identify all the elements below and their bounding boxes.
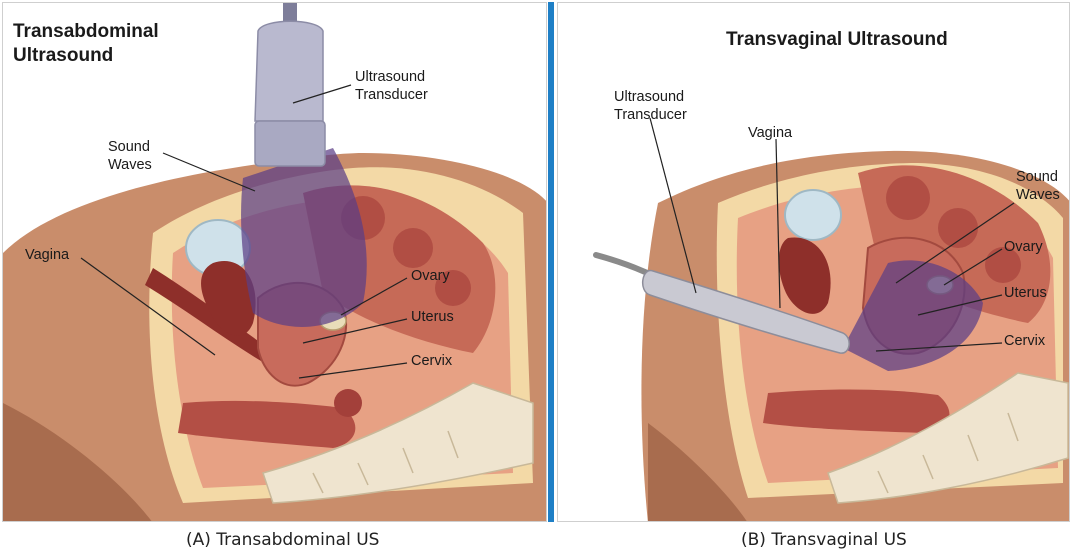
label-vagina: Vagina (748, 125, 792, 142)
bladder (785, 190, 841, 240)
label-uterus: Uterus (411, 309, 454, 326)
transvaginal-panel: Transvaginal Ultrasound Ultrasound Trans… (557, 2, 1070, 522)
label-sound-waves-line2: Waves (1016, 187, 1060, 204)
label-sound-waves-line1: Sound (108, 139, 150, 156)
label-transducer-line1: Ultrasound (355, 69, 425, 86)
transvaginal-illustration (558, 3, 1070, 522)
label-vagina: Vagina (25, 247, 69, 264)
caption-b: (B) Transvaginal US (741, 530, 907, 550)
caption-a: (A) Transabdominal US (186, 530, 379, 550)
label-transducer-line2: Transducer (614, 107, 687, 124)
panel-b-title: Transvaginal Ultrasound (726, 29, 948, 51)
transabdominal-illustration (3, 3, 547, 522)
panel-divider (548, 2, 554, 522)
label-ovary: Ovary (411, 268, 450, 285)
panel-a-title-line2: Ultrasound (13, 45, 113, 67)
label-sound-waves-line2: Waves (108, 157, 152, 174)
label-cervix: Cervix (411, 353, 452, 370)
label-uterus: Uterus (1004, 285, 1047, 302)
label-transducer-line1: Ultrasound (614, 89, 684, 106)
transducer-body (255, 21, 323, 121)
label-sound-waves-line1: Sound (1016, 169, 1058, 186)
label-cervix: Cervix (1004, 333, 1045, 350)
transabdominal-panel: Transabdominal Ultrasound Ultrasound Tra… (2, 2, 547, 522)
transducer-cable (283, 3, 297, 23)
label-ovary: Ovary (1004, 239, 1043, 256)
panel-a-title-line1: Transabdominal (13, 21, 159, 43)
label-transducer-line2: Transducer (355, 87, 428, 104)
